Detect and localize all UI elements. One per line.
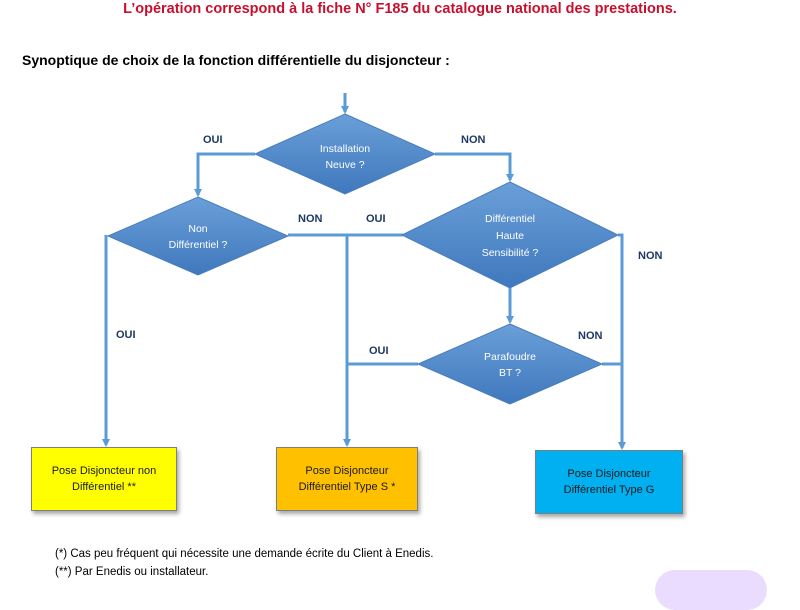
hs-line-3: Sensibilité ? [482, 247, 539, 259]
outcome-orange-line-2: Différentiel Type S * [298, 481, 396, 493]
outcome-orange-line-1: Pose Disjoncteur [305, 465, 389, 477]
decision-installation-neuve: Installation Neuve ? [253, 113, 437, 195]
hs-line-1: Différentiel [485, 213, 535, 225]
nondiff-line-2: Différentiel ? [169, 239, 228, 251]
diagram-heading: Synoptique de choix de la fonction diffé… [22, 52, 450, 68]
label-parafoudre-oui: OUI [369, 345, 389, 357]
label-installation-oui: OUI [203, 134, 223, 146]
catalogue-reference-title: L’opération correspond à la fiche N° F18… [123, 1, 677, 17]
label-installation-non: NON [461, 134, 486, 146]
edge-installation-oui [194, 152, 255, 197]
outcome-yellow-line-1: Pose Disjoncteur non [51, 465, 157, 477]
footnotes: (*) Cas peu fréquent qui nécessite une d… [55, 545, 433, 581]
label-nondiff-oui: OUI [116, 329, 136, 341]
decision-haute-sensibilite: Différentiel Haute Sensibilité ? [400, 181, 620, 289]
flowchart: Installation Neuve ? Non Différentiel ? … [102, 93, 663, 450]
outcome-blue-line-1: Pose Disjoncteur [567, 468, 651, 480]
hs-line-2: Haute [496, 230, 524, 242]
label-hs-non: NON [638, 250, 663, 262]
connector-lines [102, 93, 626, 450]
outcome-differentiel-type-s: Pose Disjoncteur Différentiel Type S * [276, 447, 418, 511]
outcome-yellow-line-2: Différentiel ** [72, 481, 136, 493]
edge-installation-non [435, 152, 514, 182]
parafoudre-line-1: Parafoudre [484, 351, 536, 363]
parafoudre-line-2: BT ? [499, 367, 521, 379]
label-hs-oui: OUI [366, 213, 386, 225]
footnote-2: (**) Par Enedis ou installateur. [55, 566, 209, 578]
nondiff-line-1: Non [188, 223, 207, 235]
outcome-differentiel-type-g: Pose Disjoncteur Différentiel Type G [535, 450, 683, 514]
edge-hs-non [618, 233, 626, 450]
outcome-non-differentiel: Pose Disjoncteur non Différentiel ** [31, 447, 177, 511]
decision-parafoudre: Parafoudre BT ? [416, 323, 604, 405]
decision-non-differentiel: Non Différentiel ? [106, 196, 290, 276]
label-parafoudre-non: NON [578, 330, 603, 342]
floating-overlay [655, 570, 767, 610]
label-nondiff-non: NON [298, 213, 323, 225]
installation-line-2: Neuve ? [325, 159, 364, 171]
installation-line-1: Installation [320, 143, 370, 155]
outcome-blue-line-2: Différentiel Type G [563, 484, 655, 496]
footnote-1: (*) Cas peu fréquent qui nécessite une d… [55, 548, 434, 560]
